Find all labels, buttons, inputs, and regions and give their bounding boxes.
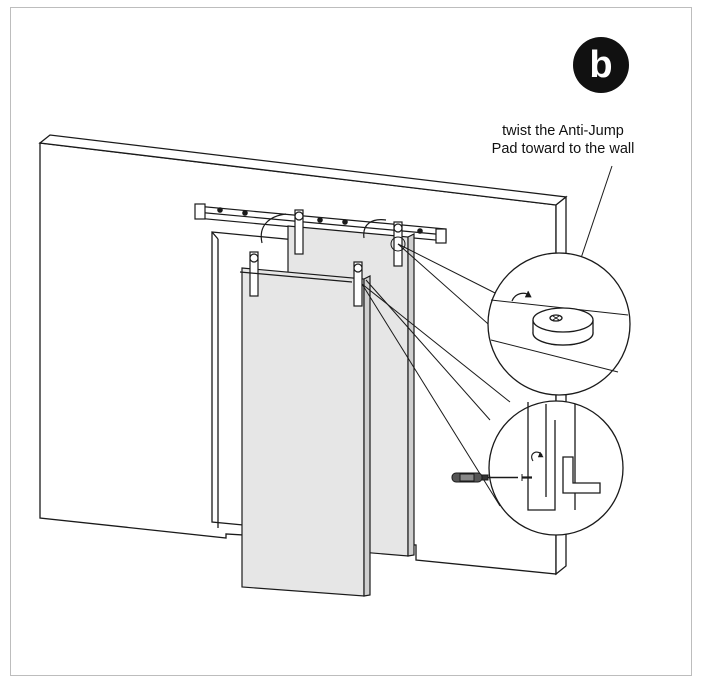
callout-text: twist the Anti-Jump Pad toward to the wa… <box>468 122 658 158</box>
barn-door-rail <box>194 203 447 244</box>
callout-line-1: twist the Anti-Jump <box>502 123 624 139</box>
front-door <box>239 251 371 597</box>
callout-line-2: Pad toward to the wall <box>491 141 635 157</box>
screwdriver-icon <box>451 472 532 483</box>
step-badge: b <box>573 37 629 93</box>
step-badge-label: b <box>589 44 613 86</box>
detail-anti-jump-pad <box>487 252 631 396</box>
detail-bracket-screw <box>488 400 624 536</box>
